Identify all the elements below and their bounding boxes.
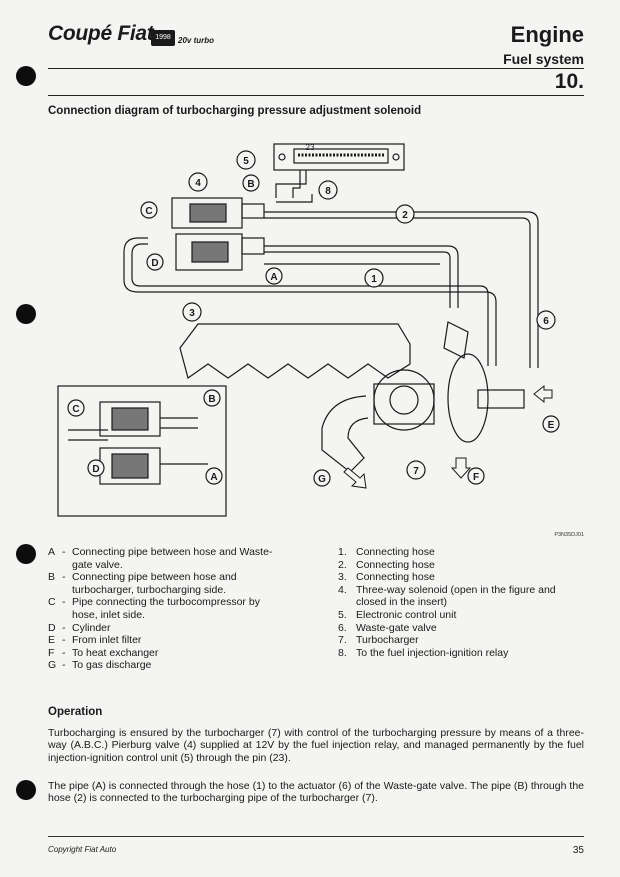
callout-B-insert [203, 389, 221, 407]
callout-2 [395, 204, 415, 224]
figure-ref-code: P3N35DJ01 [554, 532, 584, 538]
footer-rule [48, 836, 584, 837]
callout-label: F [473, 472, 479, 483]
legend-item: 7.Turbocharger [338, 634, 419, 647]
callout-C-insert [67, 399, 85, 417]
callout-1 [364, 268, 384, 288]
page-code: 10. [554, 70, 584, 93]
legend-item: 6.Waste-gate valve [338, 621, 437, 634]
callout-label: 7 [413, 466, 419, 477]
binder-hole [16, 780, 36, 800]
callout-label: 2 [402, 210, 408, 221]
page-number: 35 [572, 845, 584, 856]
header-rule-lower [48, 95, 584, 96]
exhaust-manifold [179, 323, 411, 379]
callout-label: D [151, 258, 158, 269]
callout-label: G [318, 474, 326, 485]
legend-item: G-To gas discharge [48, 659, 152, 672]
legend-item: B-Connecting pipe between hose and turbo… [48, 571, 237, 596]
callout-label: 8 [325, 186, 331, 197]
callout-3 [182, 302, 202, 322]
legend-item: 3.Connecting hose [338, 571, 435, 584]
header-rule [48, 68, 584, 69]
callout-D-insert [87, 459, 105, 477]
callout-E [542, 415, 560, 433]
operation-paragraph: Turbocharging is ensured by the turbocha… [48, 727, 584, 764]
legend-item: C-Pipe connecting the turbocompressor by… [48, 596, 260, 621]
model-label: 20v turbo [178, 36, 215, 45]
callout-A [265, 267, 283, 285]
callout-F [467, 467, 485, 485]
turbocharger-body [373, 369, 435, 431]
legend-item: 5.Electronic control unit [338, 608, 457, 621]
binder-hole [16, 304, 36, 324]
callout-label: D [92, 464, 99, 475]
callout-label: C [145, 206, 152, 217]
callout-A-insert [205, 467, 223, 485]
operation-heading: Operation [48, 706, 103, 718]
legend-item: 1.Connecting hose [338, 546, 435, 558]
callout-6 [536, 310, 556, 330]
legend-letters: A-Connecting pipe between hose and Waste… [48, 546, 286, 672]
binder-hole [16, 544, 36, 564]
section-title: Engine [510, 22, 584, 47]
callout-4 [188, 172, 208, 192]
legend-item: D-Cylinder [48, 621, 111, 634]
control-unit-box [273, 143, 405, 171]
callout-label: 5 [243, 156, 249, 167]
callout-B [242, 174, 260, 192]
callout-5 [236, 150, 256, 170]
callout-label: 1 [371, 274, 377, 285]
legend-item: F-To heat exchanger [48, 646, 159, 659]
copyright: Copyright Fiat Auto [48, 845, 117, 854]
callout-label: 6 [543, 316, 549, 327]
pin-label: 23 [306, 143, 315, 152]
subsection-title: Fuel system [503, 51, 584, 67]
connection-diagram: 5 4 8 2 1 3 6 7 B C D A E F G C B D A 23 [57, 143, 560, 517]
callout-label: 4 [195, 178, 201, 189]
operation-paragraph: The pipe (A) is connected through the ho… [48, 780, 584, 805]
insert-box [57, 385, 227, 517]
callout-label: A [210, 472, 217, 483]
legend-item: 4.Three-way solenoid (open in the figure… [338, 583, 556, 609]
waste-gate-actuator [443, 321, 469, 359]
callout-label: B [208, 394, 215, 405]
callout-label: C [72, 404, 79, 415]
brand-title: Coupé Fiat [48, 22, 154, 45]
callout-D [146, 253, 164, 271]
legend-item: 8.To the fuel injection-ignition relay [338, 646, 509, 659]
callout-label: B [247, 179, 254, 190]
binder-hole [16, 66, 36, 86]
callout-8 [318, 180, 338, 200]
callout-G [313, 469, 331, 487]
legend-item: A-Connecting pipe between hose and Waste… [48, 546, 273, 571]
callout-C [140, 201, 158, 219]
legend-item: 2.Connecting hose [338, 558, 435, 571]
callout-label: A [270, 272, 277, 283]
legend-item: E-From inlet filter [48, 634, 142, 647]
callout-7 [406, 460, 426, 480]
callout-label: E [548, 420, 555, 431]
year-badge: 1998 [151, 30, 175, 46]
callout-label: 3 [189, 308, 195, 319]
legend-numbers: 1.Connecting hose 2.Connecting hose 3.Co… [338, 546, 584, 659]
diagram-title: Connection diagram of turbocharging pres… [48, 105, 422, 117]
